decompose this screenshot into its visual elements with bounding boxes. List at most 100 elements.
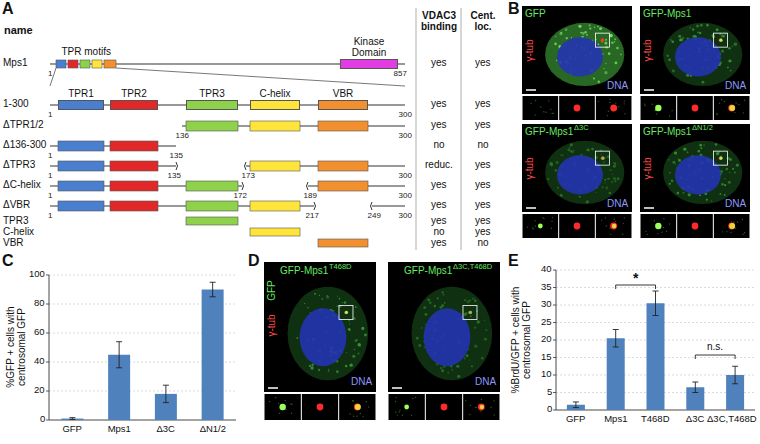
tpr-motif	[68, 60, 78, 68]
gfp-speckle	[586, 34, 588, 36]
gfp-speckle	[328, 370, 330, 372]
gfp-speckle	[724, 194, 726, 196]
zoom-line	[116, 68, 405, 86]
residue-number: 189	[304, 192, 317, 201]
domain-box	[250, 161, 300, 171]
gfp-speckle	[560, 194, 563, 197]
domain-box	[186, 181, 238, 191]
gfp-speckle	[726, 231, 727, 232]
inset-panel	[389, 394, 425, 420]
gfp-speckle	[615, 62, 618, 65]
category-label: GFP	[62, 424, 82, 434]
data-bar	[61, 419, 83, 420]
channel-label: γ-tub	[266, 314, 277, 336]
gfp-speckle	[692, 29, 695, 32]
data-bar	[607, 338, 625, 410]
gfp-speckle	[697, 32, 699, 34]
gfp-speckle	[604, 71, 607, 74]
gfp-speckle	[666, 54, 669, 57]
gfp-speckle	[715, 143, 718, 146]
residue-number: 1	[48, 192, 52, 201]
gfp-speckle	[603, 161, 605, 163]
gfp-speckle	[411, 415, 412, 416]
gfp-speckle	[605, 39, 607, 41]
residue-number: 1	[48, 152, 52, 161]
gfp-speckle	[423, 306, 426, 309]
gfp-speckle	[688, 193, 691, 196]
gfp-speckle	[464, 299, 466, 301]
error-bar	[116, 367, 122, 368]
gfp-speckle	[612, 174, 613, 175]
gfp-speckle	[677, 192, 680, 195]
domain-box	[318, 161, 368, 171]
cell-body	[545, 23, 624, 86]
centrosome	[719, 38, 723, 42]
gfp-speckle	[442, 294, 444, 296]
inset-panel	[596, 96, 632, 120]
gfp-speckle	[362, 327, 364, 329]
nucleus	[557, 37, 603, 76]
gfp-speckle	[603, 68, 604, 69]
gfp-speckle	[671, 40, 674, 43]
gfp-speckle	[451, 369, 453, 371]
gfp-speckle	[595, 192, 596, 193]
gfp-speckle	[571, 37, 572, 38]
inset-panel	[426, 394, 462, 420]
residue-number: 300	[399, 192, 412, 201]
gfp-speckle	[615, 102, 616, 103]
error-bar	[692, 382, 698, 383]
category-label: ΔN1/2	[200, 424, 226, 434]
panel-letter: D	[248, 252, 260, 270]
tick-label: 25	[541, 317, 552, 327]
gfp-speckle	[605, 217, 606, 218]
error-bar	[575, 402, 576, 408]
gfp-speckle	[735, 102, 736, 103]
gfp-speckle	[687, 151, 689, 153]
gfp-speckle	[669, 172, 670, 173]
residue-number: 249	[368, 212, 381, 221]
category-label: T468D	[641, 414, 670, 424]
gfp-speckle	[437, 297, 439, 299]
gfp-speckle	[671, 180, 674, 183]
gfp-speckle	[699, 144, 702, 147]
gfp-speckle	[616, 47, 619, 50]
tick-label: 15	[541, 352, 552, 362]
table-text: no	[478, 139, 489, 150]
gfp-speckle	[589, 27, 591, 29]
centrosome	[574, 105, 581, 112]
gfp-speckle	[279, 413, 280, 414]
gfp-speckle	[728, 60, 731, 63]
gfp-speckle	[412, 398, 413, 399]
deletion-mark	[176, 162, 178, 170]
gfp-speckle	[579, 26, 580, 27]
gfp-speckle	[466, 354, 469, 357]
gfp-speckle	[674, 152, 677, 155]
gfp-speckle	[614, 180, 616, 182]
domain-box	[318, 181, 368, 191]
channel-label: GFP	[525, 8, 546, 19]
domain-box	[58, 201, 104, 211]
gfp-speckle	[614, 41, 615, 42]
column-rule	[461, 8, 462, 250]
gfp-speckle	[361, 327, 364, 330]
gfp-speckle	[349, 323, 350, 324]
tpr-motif	[104, 60, 116, 68]
gfp-speckle	[285, 409, 286, 410]
gfp-speckle	[358, 353, 360, 355]
gfp-speckle	[476, 406, 477, 407]
channel-label: GFP-Mps1	[525, 126, 573, 137]
gfp-speckle	[624, 217, 625, 218]
error-bar	[732, 383, 738, 384]
error-bar	[735, 366, 736, 384]
error-bar	[615, 330, 616, 348]
gfp-speckle	[582, 32, 585, 35]
gfp-speckle	[722, 231, 723, 232]
gfp-speckle	[594, 156, 597, 159]
merge-focus	[729, 223, 735, 229]
gfp-speckle	[550, 163, 553, 166]
panel-letter: B	[508, 0, 520, 18]
gfp-speckle	[566, 37, 568, 39]
gfp-speckle	[291, 403, 292, 404]
gfp-speckle	[309, 365, 311, 367]
gfp-speckle	[657, 233, 658, 234]
